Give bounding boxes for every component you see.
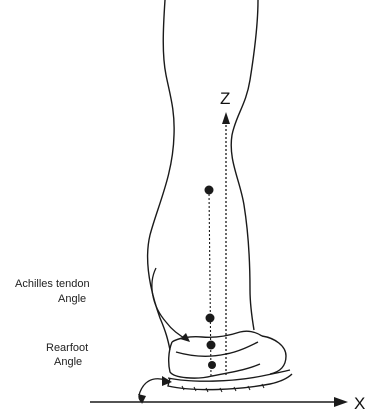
shoe-side-panel	[176, 342, 258, 356]
x-axis-label: X	[354, 394, 365, 413]
marker-heel-mid	[207, 341, 216, 350]
shoe-midsole	[168, 370, 290, 381]
achilles-angle-label-line2: Angle	[58, 293, 86, 305]
marker-heel-upper	[206, 314, 215, 323]
leg-left-contour	[148, 0, 175, 350]
z-axis-arrowhead	[222, 112, 230, 124]
rearfoot-angle-arrowhead	[162, 376, 172, 386]
markers	[205, 186, 217, 370]
achilles-angle-arc	[152, 268, 188, 340]
x-axis	[90, 397, 348, 407]
calf-reference-line	[209, 190, 211, 378]
leg-right-contour	[231, 0, 258, 330]
shoe-tread	[182, 384, 264, 392]
achilles-angle-label-line1: Achilles tendon	[15, 278, 90, 290]
rearfoot-angle-label-line2: Angle	[54, 356, 82, 368]
rearfoot-angle-label-line1: Rearfoot	[46, 342, 88, 354]
z-axis-label: Z	[220, 89, 230, 108]
marker-calf	[205, 186, 214, 195]
marker-heel-lower	[208, 361, 216, 369]
x-axis-arrowhead	[334, 397, 348, 407]
shoe-toe	[262, 336, 286, 374]
leg-outline	[148, 0, 258, 350]
shoe-outsole	[168, 374, 292, 390]
